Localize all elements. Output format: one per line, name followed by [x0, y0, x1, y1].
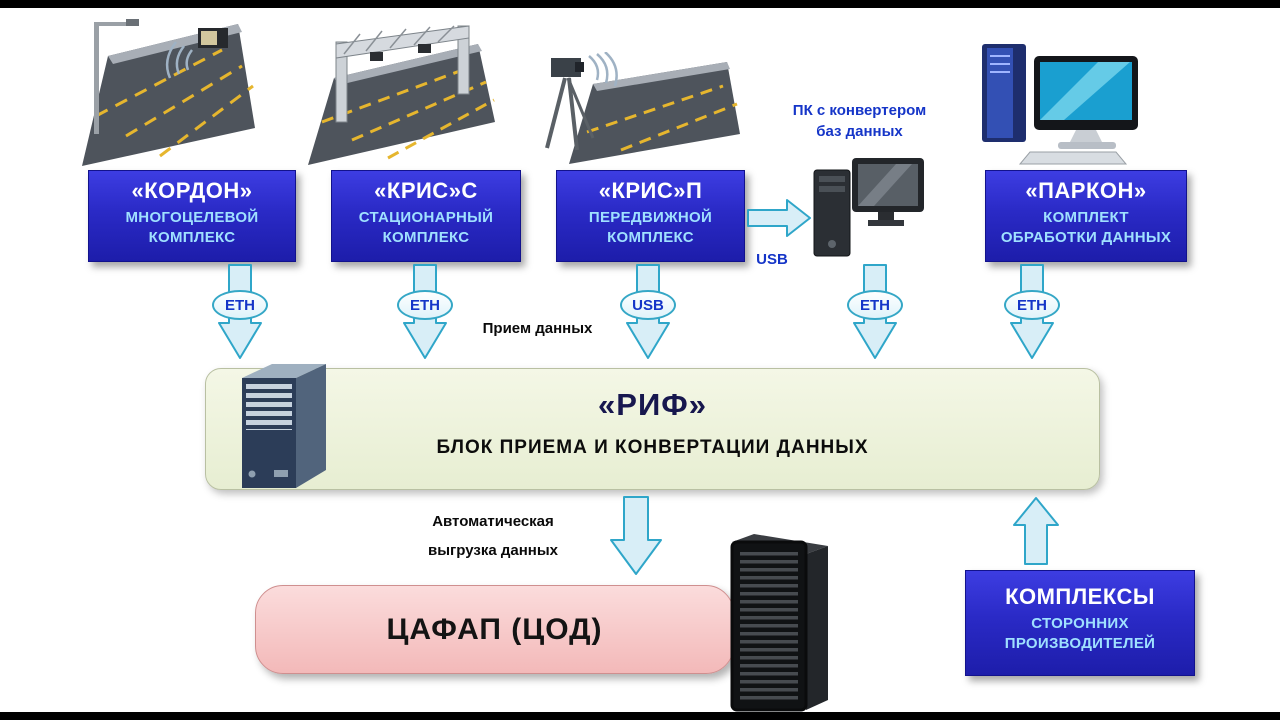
auto-upload-label: Автоматическая выгрузка данных [428, 513, 558, 559]
workstation-icon [978, 40, 1143, 168]
unit-subtitle: ПЕРЕДВИЖНОЙ КОМПЛЕКС [588, 209, 713, 246]
rif-subtitle: БЛОК ПРИЕМА И КОНВЕРТАЦИИ ДАННЫХ [436, 437, 869, 458]
tripod-road-illustration [535, 52, 740, 167]
server-rack-icon [712, 532, 842, 715]
pc-tower-monitor-icon [808, 156, 928, 264]
kordon-road-camera-illustration [80, 8, 255, 168]
tsafap-title: ЦАФАП (ЦОД) [386, 612, 603, 646]
tsafap-block: ЦАФАП (ЦОД) [255, 585, 734, 674]
unit-title: «КРИС»С [374, 178, 478, 203]
unit-title: «КОРДОН» [131, 178, 253, 203]
letterbox-bottom [0, 712, 1280, 720]
connector-badge-kordon: ETH [212, 290, 268, 320]
pc-converter-label: ПК с конвертером баз данных [792, 102, 927, 140]
unit-subtitle: СТОРОННИХ ПРОИЗВОДИТЕЛЕЙ [1004, 615, 1156, 652]
rif-block: «РИФ» БЛОК ПРИЕМА И КОНВЕРТАЦИИ ДАННЫХ [205, 368, 1100, 490]
unit-box-kris-p: «КРИС»П ПЕРЕДВИЖНОЙ КОМПЛЕКС [556, 170, 745, 262]
arrow-down-rif-to-tsafap [610, 496, 662, 576]
arrow-right-krisp-to-pc [747, 196, 811, 240]
server-tower-icon [228, 352, 343, 492]
unit-title: КОМПЛЕКСЫ [1005, 584, 1155, 609]
unit-box-parkon: «ПАРКОН» КОМПЛЕКТ ОБРАБОТКИ ДАННЫХ [985, 170, 1187, 262]
usb-link-label: USB [756, 251, 788, 268]
unit-title: «ПАРКОН» [1025, 178, 1147, 203]
unit-subtitle: КОМПЛЕКТ ОБРАБОТКИ ДАННЫХ [1000, 209, 1172, 246]
connector-badge-kris-s: ETH [397, 290, 453, 320]
unit-subtitle: МНОГОЦЕЛЕВОЙ КОМПЛЕКС [125, 209, 259, 246]
unit-subtitle: СТАЦИОНАРНЫЙ КОМПЛЕКС [358, 209, 494, 246]
receive-data-label: Прием данных [482, 320, 593, 337]
unit-box-kordon: «КОРДОН» МНОГОЦЕЛЕВОЙ КОМПЛЕКС [88, 170, 296, 262]
connector-badge-kris-p: USB [620, 290, 676, 320]
unit-box-third-party: КОМПЛЕКСЫ СТОРОННИХ ПРОИЗВОДИТЕЛЕЙ [965, 570, 1195, 676]
connector-badge-pc: ETH [847, 290, 903, 320]
gantry-road-illustration [300, 20, 495, 168]
unit-box-kris-s: «КРИС»С СТАЦИОНАРНЫЙ КОМПЛЕКС [331, 170, 521, 262]
rif-title: «РИФ» [598, 387, 707, 422]
connector-badge-parkon: ETH [1004, 290, 1060, 320]
unit-title: «КРИС»П [598, 178, 703, 203]
arrow-up-thirdparty-to-rif [1013, 496, 1059, 566]
letterbox-top [0, 0, 1280, 8]
